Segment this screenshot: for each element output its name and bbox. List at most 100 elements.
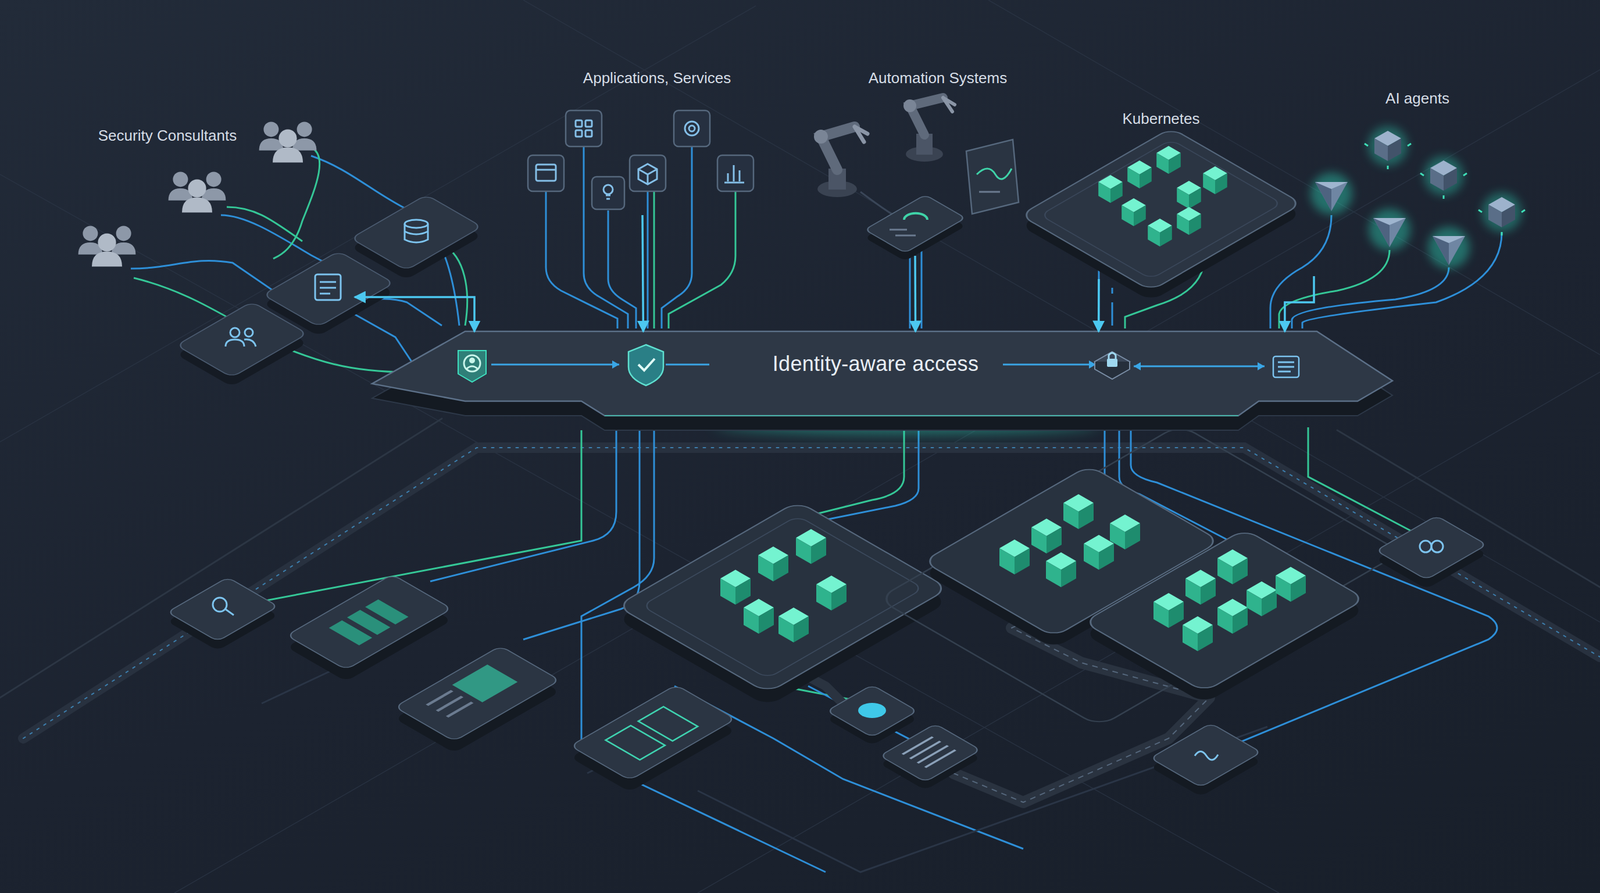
access-band-shape bbox=[1133, 365, 1265, 368]
access-connector bbox=[354, 297, 475, 332]
server-tile bbox=[1182, 616, 1213, 652]
people-icon bbox=[168, 171, 227, 213]
app-icon bbox=[527, 155, 564, 192]
server-tile bbox=[1419, 540, 1432, 553]
app-icon bbox=[536, 164, 556, 181]
server-tile bbox=[167, 577, 279, 642]
server-tile bbox=[286, 574, 452, 670]
access-band-shape bbox=[604, 415, 1239, 417]
server-tile bbox=[879, 723, 981, 782]
group-label: Kubernetes bbox=[1065, 110, 1257, 128]
access-band-shape bbox=[469, 357, 475, 364]
ai-agent-icon bbox=[1368, 208, 1411, 251]
server-tile bbox=[1431, 540, 1444, 553]
server-tile bbox=[1063, 494, 1094, 530]
server-tile bbox=[877, 424, 1402, 727]
kubernetes-board bbox=[1127, 160, 1152, 189]
grid-lines bbox=[988, 0, 1600, 355]
robot-arm bbox=[813, 97, 955, 198]
group-area: AI agents bbox=[1302, 84, 1535, 277]
monitor-panel bbox=[904, 213, 928, 220]
access-band-shape bbox=[372, 328, 1396, 434]
consultant-tiles bbox=[404, 219, 428, 228]
server-tile bbox=[394, 645, 560, 742]
access-band-shape bbox=[1108, 352, 1116, 359]
monitor-panel bbox=[979, 191, 1000, 194]
server-tile bbox=[225, 609, 234, 616]
server-tile bbox=[923, 465, 1221, 638]
access-band-shape bbox=[612, 360, 620, 369]
app-icon bbox=[591, 176, 625, 210]
ai-agent-icon bbox=[1478, 192, 1525, 236]
server-tile bbox=[858, 702, 887, 719]
app-wires bbox=[545, 191, 618, 329]
group-area: Automation Systems bbox=[808, 63, 1070, 256]
ai-agent-icon bbox=[1427, 226, 1470, 269]
access-band: Identity-aware access bbox=[372, 328, 1396, 434]
infrastructure-wires bbox=[244, 406, 1498, 873]
app-icon bbox=[673, 110, 710, 147]
access-band-shape bbox=[458, 350, 487, 382]
server-tile bbox=[1194, 751, 1219, 761]
server-tile bbox=[826, 684, 918, 738]
kubernetes-board bbox=[1020, 127, 1303, 302]
grid-lines bbox=[0, 174, 1280, 893]
server-tile bbox=[999, 539, 1030, 575]
consultant-tiles bbox=[262, 251, 394, 327]
consultant-tiles bbox=[225, 339, 245, 347]
robot-arm bbox=[854, 126, 868, 142]
automation-wires bbox=[860, 191, 896, 217]
app-wires bbox=[653, 191, 656, 329]
server-tile bbox=[816, 575, 847, 611]
infrastructure-wires bbox=[523, 430, 640, 640]
consultant-tiles bbox=[319, 281, 337, 294]
robot-arm bbox=[813, 129, 828, 144]
server-tile bbox=[1376, 515, 1488, 580]
kubernetes-board bbox=[1202, 166, 1228, 195]
access-band-shape bbox=[1133, 362, 1265, 371]
server-tile bbox=[1045, 552, 1077, 588]
monitor-panel bbox=[864, 139, 1019, 262]
app-icon bbox=[605, 195, 611, 199]
server-tile bbox=[1275, 566, 1306, 602]
server-tile bbox=[641, 515, 924, 679]
agent-wires bbox=[1302, 232, 1502, 329]
app-icon bbox=[629, 155, 666, 192]
app-icon bbox=[536, 169, 556, 171]
app-icon bbox=[717, 155, 754, 192]
app-icon bbox=[565, 110, 602, 147]
server-tile bbox=[394, 645, 560, 742]
grid-lines bbox=[523, 0, 1600, 623]
data-stream bbox=[23, 447, 1600, 739]
infrastructure-wires bbox=[1308, 427, 1419, 535]
group-label: Automation Systems bbox=[815, 69, 1060, 88]
access-band-shape bbox=[466, 366, 478, 370]
robot-arm bbox=[903, 99, 917, 113]
server-tile bbox=[1217, 549, 1248, 585]
robot-arm bbox=[943, 97, 955, 112]
infrastructure-wires bbox=[244, 430, 582, 605]
monitor-panel bbox=[864, 194, 966, 253]
consultant-wires bbox=[273, 146, 320, 259]
people-icon bbox=[78, 225, 137, 267]
access-connector bbox=[642, 215, 644, 332]
kubernetes-board bbox=[1020, 127, 1303, 291]
server-tile bbox=[212, 597, 227, 612]
data-stream bbox=[23, 447, 1600, 739]
server-tile bbox=[167, 577, 279, 642]
agent-wires bbox=[1291, 267, 1449, 329]
data-stream bbox=[0, 418, 1600, 739]
access-band-shape bbox=[1277, 362, 1295, 372]
server-tile bbox=[616, 501, 949, 694]
app-icon bbox=[575, 120, 582, 127]
monitor-panel bbox=[864, 194, 966, 253]
infrastructure-wires bbox=[430, 430, 617, 582]
group-area: Security Consultants bbox=[58, 119, 355, 317]
consultant-tiles bbox=[350, 194, 482, 271]
app-icon bbox=[585, 130, 592, 137]
app-wires bbox=[583, 146, 628, 329]
app-icon bbox=[575, 130, 582, 137]
